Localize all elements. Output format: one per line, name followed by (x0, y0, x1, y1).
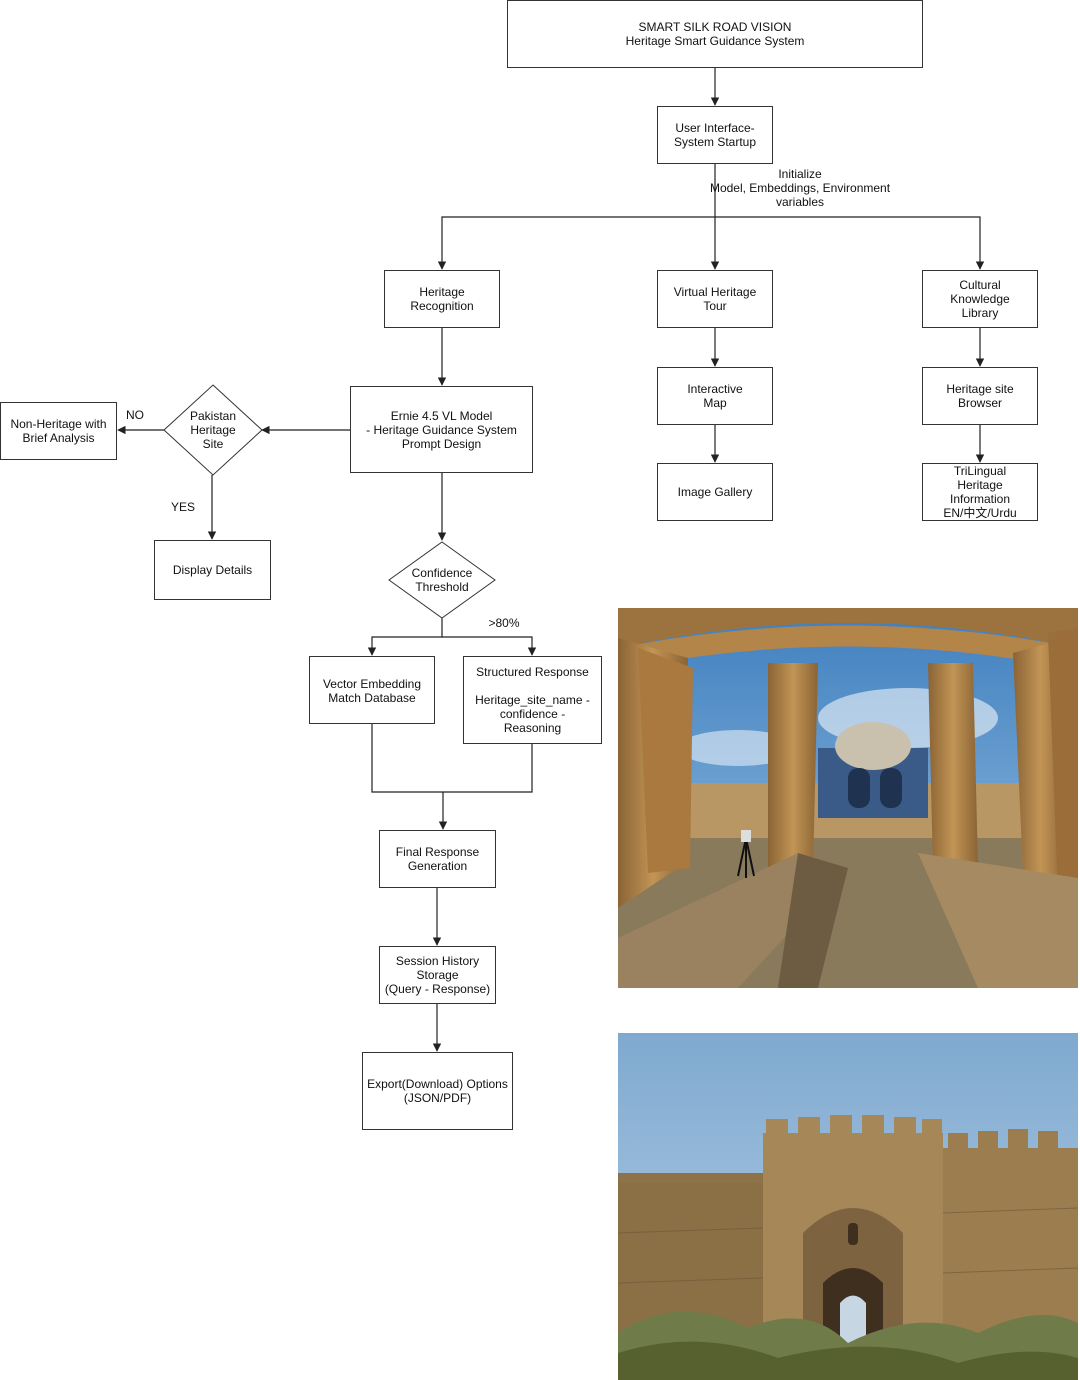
node-map-line-2: Map (703, 396, 727, 410)
node-trilingual-line-3: Information (949, 492, 1011, 506)
node-library-line-3: Library (961, 306, 999, 320)
node-vector-embedding: Vector Embedding Match Database (309, 656, 435, 724)
node-structured-line-4: confidence - (499, 707, 566, 721)
edge-branch-left (437, 216, 715, 270)
node-ernie-model: Ernie 4.5 VL Model - Heritage Guidance S… (350, 386, 533, 473)
decision-pakistan: Pakistan Heritage Site (163, 384, 263, 476)
node-interactive-map: Interactive Map (657, 367, 773, 425)
edge-branch-right (715, 216, 985, 270)
node-recognition-line-1: Heritage (419, 285, 465, 299)
node-image-gallery: Image Gallery (657, 463, 773, 521)
node-display-details: Display Details (154, 540, 271, 600)
node-structured-response: Structured Response Heritage_site_name -… (463, 656, 602, 744)
photo-mausoleum-pavilion (618, 608, 1078, 988)
initialize-line-2: Model, Embeddings, Environment (709, 181, 891, 195)
node-map-line-1: Interactive (687, 382, 743, 396)
node-heritage-recognition: Heritage Recognition (384, 270, 500, 328)
title-line-2: Heritage Smart Guidance System (625, 34, 805, 48)
node-session-line-2: Storage (416, 968, 459, 982)
initialize-line-3: variables (775, 195, 825, 209)
node-session-line-1: Session History (395, 954, 480, 968)
node-structured-line-1: Structured Response (476, 665, 589, 679)
decision-pakistan-line-3: Site (202, 437, 224, 451)
node-nonheritage-line-2: Brief Analysis (22, 431, 95, 445)
node-trilingual-line-2: Heritage (957, 478, 1003, 492)
initialize-line-1: Initialize (778, 167, 822, 181)
edge-confidence-vector (367, 618, 443, 656)
node-trilingual-info: TriLingual Heritage Information EN/中文/Ur… (922, 463, 1038, 521)
node-library-line-2: Knowledge (950, 292, 1010, 306)
decision-confidence-line-1: Confidence (411, 566, 473, 580)
decision-confidence-shape (388, 541, 496, 619)
node-browser-line-2: Browser (957, 396, 1002, 410)
node-final-response: Final Response Generation (379, 830, 496, 888)
node-startup-line-2: System Startup (673, 135, 757, 149)
node-non-heritage: Non-Heritage with Brief Analysis (0, 402, 117, 460)
edge-label-no: NO (126, 408, 144, 422)
edge-confidence-structured (442, 636, 537, 656)
node-virtual-line-2: Tour (703, 299, 727, 313)
node-nonheritage-line-1: Non-Heritage with (10, 417, 107, 431)
title-box: SMART SILK ROAD VISION Heritage Smart Gu… (507, 0, 923, 68)
node-session-line-3: (Query - Response) (384, 982, 491, 996)
node-startup: User Interface- System Startup (657, 106, 773, 164)
photo-fort-gate (618, 1033, 1078, 1380)
node-browser-line-1: Heritage site (946, 382, 1014, 396)
decision-pakistan-shape (163, 384, 263, 476)
node-recognition-line-2: Recognition (410, 299, 474, 313)
node-knowledge-library: Cultural Knowledge Library (922, 270, 1038, 328)
node-library-line-1: Cultural (959, 278, 1001, 292)
edge-label-threshold: >80% (488, 616, 520, 630)
node-site-browser: Heritage site Browser (922, 367, 1038, 425)
node-vector-line-1: Vector Embedding (322, 677, 422, 691)
title-line-1: SMART SILK ROAD VISION (638, 20, 792, 34)
node-trilingual-line-4: EN/中文/Urdu (943, 506, 1017, 520)
node-ernie-line-2: - Heritage Guidance System (366, 422, 517, 437)
node-ernie-line-3: Prompt Design (401, 436, 482, 451)
edge-label-yes: YES (170, 500, 195, 514)
node-structured-line-5: Reasoning (503, 721, 562, 735)
node-export-line-1: Export(Download) Options (367, 1077, 508, 1091)
node-export-options: Export(Download) Options (JSON/PDF) (362, 1052, 513, 1130)
decision-pakistan-line-2: Heritage (190, 423, 236, 437)
node-gallery-line-1: Image Gallery (677, 485, 753, 499)
node-export-line-2: (JSON/PDF) (403, 1091, 472, 1105)
decision-confidence: Confidence Threshold (388, 541, 496, 619)
node-ernie-line-1: Ernie 4.5 VL Model (390, 408, 493, 423)
decision-pakistan-line-1: Pakistan (189, 409, 237, 423)
node-virtual-tour: Virtual Heritage Tour (657, 270, 773, 328)
node-final-line-1: Final Response (395, 845, 480, 859)
node-virtual-line-1: Virtual Heritage (673, 285, 757, 299)
node-display-line-1: Display Details (172, 563, 253, 577)
node-session-history: Session History Storage (Query - Respons… (379, 946, 496, 1004)
edge-label-initialize: Initialize Model, Embeddings, Environmen… (700, 167, 900, 209)
node-trilingual-line-1: TriLingual (953, 464, 1007, 478)
node-vector-line-2: Match Database (328, 691, 416, 705)
node-final-line-2: Generation (407, 859, 468, 873)
decision-confidence-line-2: Threshold (415, 580, 469, 594)
node-startup-line-1: User Interface- (675, 121, 755, 135)
node-structured-line-3: Heritage_site_name - (475, 693, 590, 707)
edge-merge-vector (371, 724, 533, 793)
